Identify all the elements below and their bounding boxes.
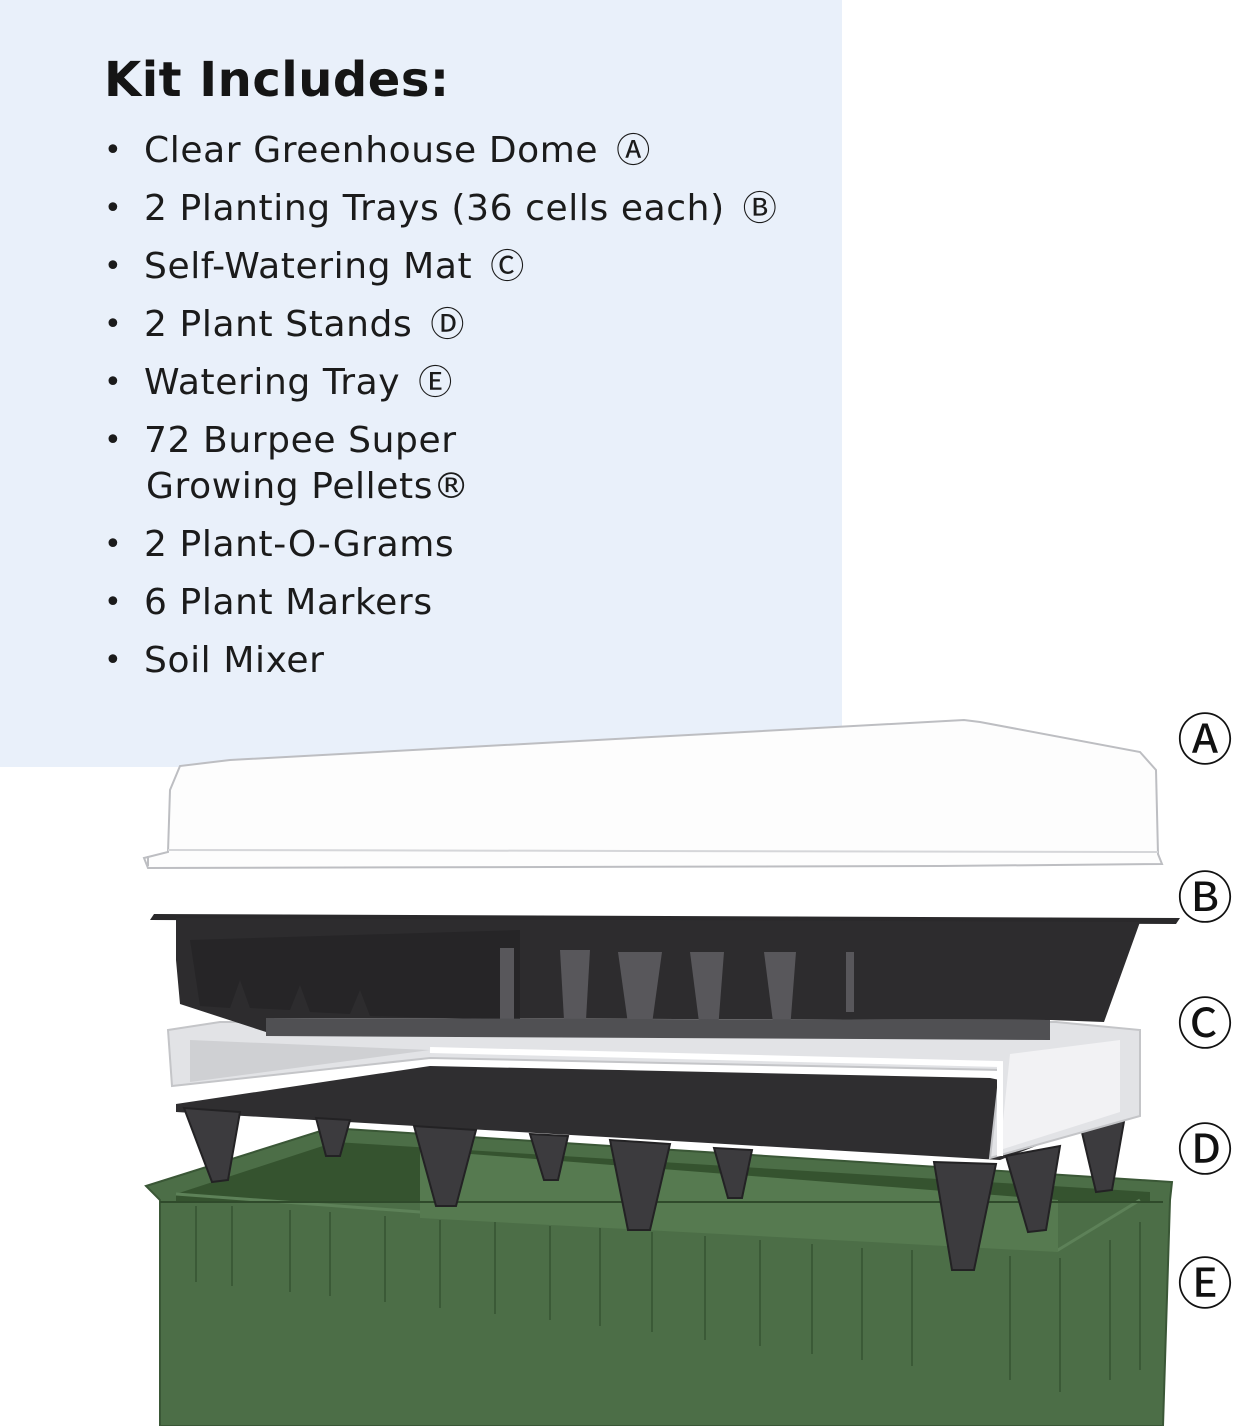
list-item: • Soil Mixer — [104, 638, 824, 684]
list-item: • Clear Greenhouse Dome Ⓐ — [104, 128, 824, 174]
letter-mark: Ⓑ — [742, 189, 778, 229]
item-label-continued: Growing Pellets® — [146, 466, 470, 507]
kit-list: • Clear Greenhouse Dome Ⓐ • 2 Planting T… — [104, 128, 824, 696]
self-watering-mat-illustration — [166, 1021, 1141, 1160]
callout-d: Ⓓ — [1177, 1119, 1233, 1184]
list-item: • 2 Plant Stands Ⓓ — [104, 302, 824, 348]
kit-contents-panel — [0, 0, 842, 767]
list-item: • Watering Tray Ⓔ — [104, 360, 824, 406]
item-label: 2 Plant Stands — [144, 304, 413, 345]
callout-a: Ⓐ — [1177, 709, 1233, 774]
letter-mark: Ⓒ — [490, 247, 525, 287]
bullet: • — [104, 527, 123, 562]
item-label: 2 Planting Trays (36 cells each) — [144, 188, 725, 229]
item-label: 6 Plant Markers — [144, 582, 433, 623]
bullet: • — [104, 249, 123, 284]
bullet: • — [104, 423, 123, 458]
item-label: 72 Burpee Super — [144, 420, 457, 461]
bullet: • — [104, 585, 123, 620]
letter-mark: Ⓓ — [430, 305, 466, 345]
greenhouse-dome-illustration — [142, 718, 1164, 870]
callout-c: Ⓒ — [1177, 993, 1233, 1058]
planting-tray-illustration — [150, 914, 1180, 1040]
item-label: 2 Plant-O-Grams — [144, 524, 455, 565]
list-item: • 2 Planting Trays (36 cells each) Ⓑ — [104, 186, 824, 232]
bullet: • — [104, 643, 123, 678]
list-item: • 72 Burpee Super Growing Pellets® — [104, 418, 524, 510]
item-label: Self-Watering Mat — [144, 246, 473, 287]
kit-title: Kit Includes: — [104, 52, 450, 108]
callout-e: Ⓔ — [1177, 1253, 1233, 1318]
bullet: • — [104, 365, 123, 400]
bullet: • — [104, 191, 123, 226]
item-label: Watering Tray — [144, 362, 401, 403]
item-label: Soil Mixer — [144, 640, 325, 681]
list-item: • 2 Plant-O-Grams — [104, 522, 824, 568]
plant-stand-illustration — [176, 1066, 1134, 1271]
letter-mark: Ⓐ — [616, 131, 651, 171]
callout-b: Ⓑ — [1177, 867, 1233, 932]
list-item: • 6 Plant Markers — [104, 580, 824, 626]
bullet: • — [104, 307, 123, 342]
list-item: • Self-Watering Mat Ⓒ — [104, 244, 824, 290]
item-label: Clear Greenhouse Dome — [144, 130, 599, 171]
letter-mark: Ⓔ — [418, 363, 453, 403]
bullet: • — [104, 133, 123, 168]
